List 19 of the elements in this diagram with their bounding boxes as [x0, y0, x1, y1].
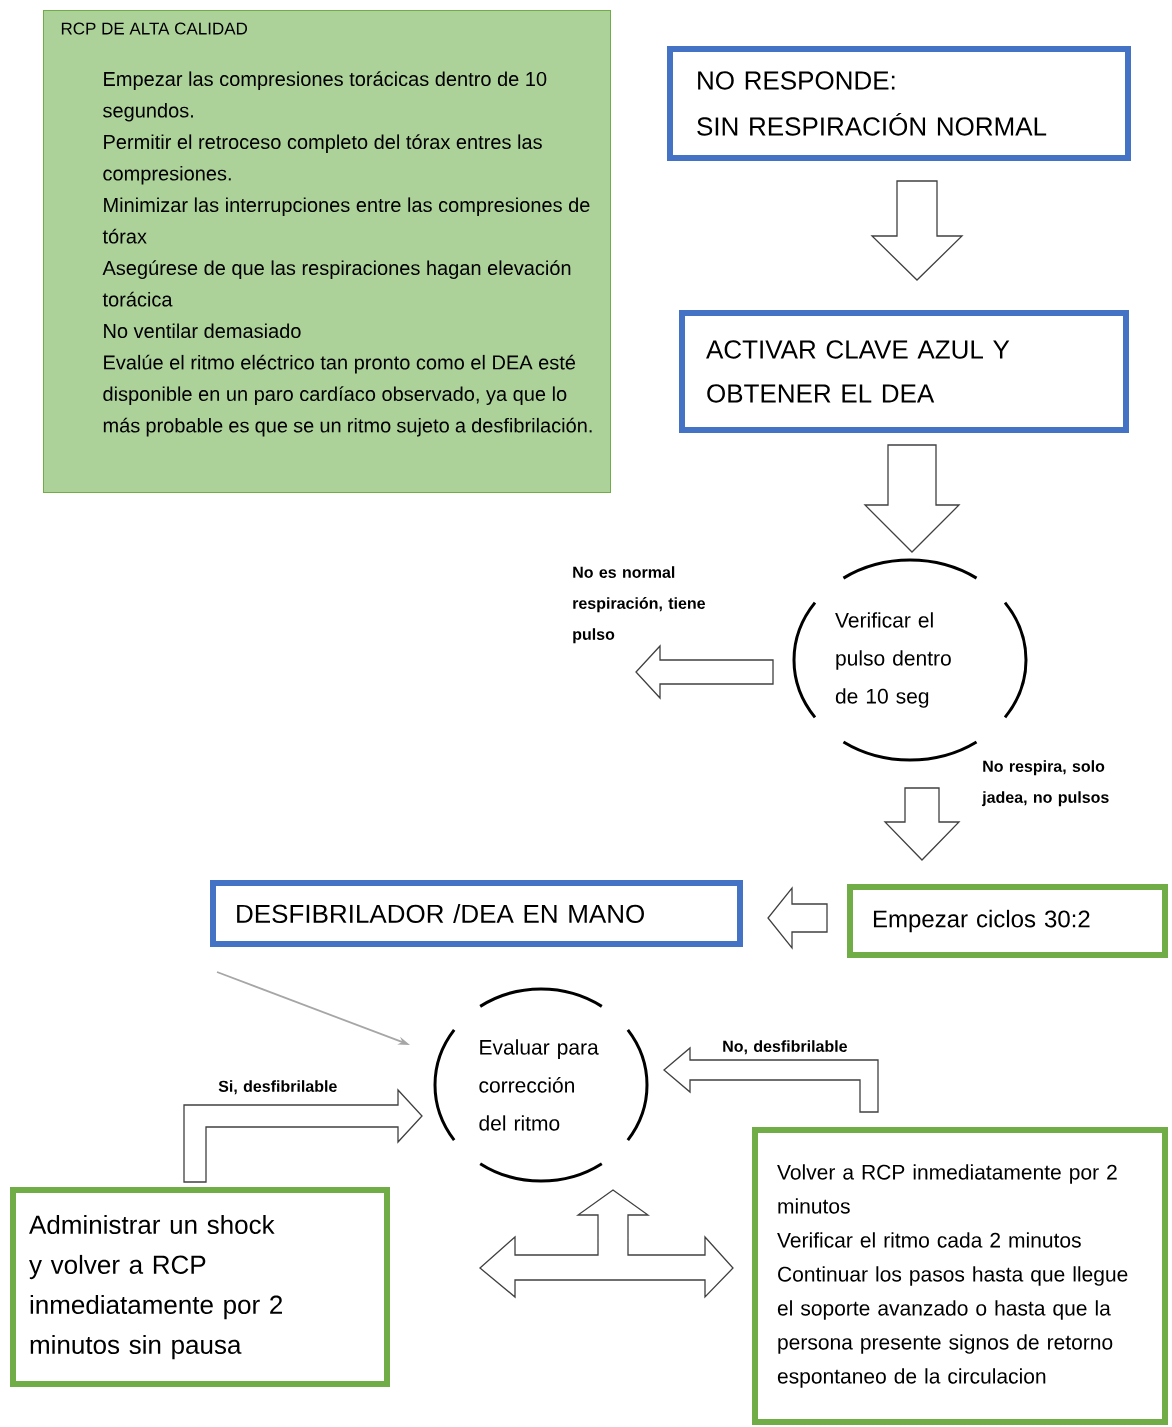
block-arrow [870, 180, 964, 281]
action-box: Volver a RCP inmediatamente por 2 minutos Verificar el ritmo cada 2 minutos Continuar los pasos hasta que llegue el soporte avanzado o hasta que la persona presente signos de retorno espontaneo de la circulacion [752, 1127, 1168, 1425]
edge-label: No respira, solo jadea, no pulsos [981, 760, 1109, 807]
bent-block-arrow [663, 1046, 879, 1113]
t-block-arrow [479, 1189, 734, 1299]
block-arrow [767, 886, 828, 950]
bent-block-arrow [183, 1088, 423, 1183]
block-arrow [635, 644, 774, 700]
step-box: DESFIBRILADOR /DEA EN MANO [210, 880, 743, 947]
edge-label: No es normal respiración, tiene pulso [573, 566, 705, 644]
step-box: NO RESPONDE: SIN RESPIRACIÓN NORMAL [667, 46, 1131, 161]
block-arrow [883, 787, 961, 861]
action-box: Empezar ciclos 30:2 [847, 884, 1168, 958]
block-arrow [863, 444, 961, 553]
edge-label: No, desfibrilable [723, 1040, 847, 1055]
action-box: Administrar un shock y volver a RCP inmediatamente por 2 minutos sin pausa [10, 1187, 390, 1387]
edge-label: Si, desfibrilable [218, 1080, 337, 1095]
info-panel: RCP DE ALTA CALIDAD Empezar las compresiones torácicas dentro de 10 segundos. Permitir el retroceso completo del tórax entres las compresiones. Minimizar las interrupciones entre las compresiones de tórax Asegúrese de que las respiraciones hagan elevación torácica No ventilar demasiado Evalúe el ritmo eléctrico tan pronto como el DEA esté disponible en un paro cardíaco observado, ya que lo más probable es que se un ritmo sujeto a desfibrilación. [43, 10, 611, 493]
step-box: ACTIVAR CLAVE AZUL Y OBTENER EL DEA [679, 310, 1129, 433]
